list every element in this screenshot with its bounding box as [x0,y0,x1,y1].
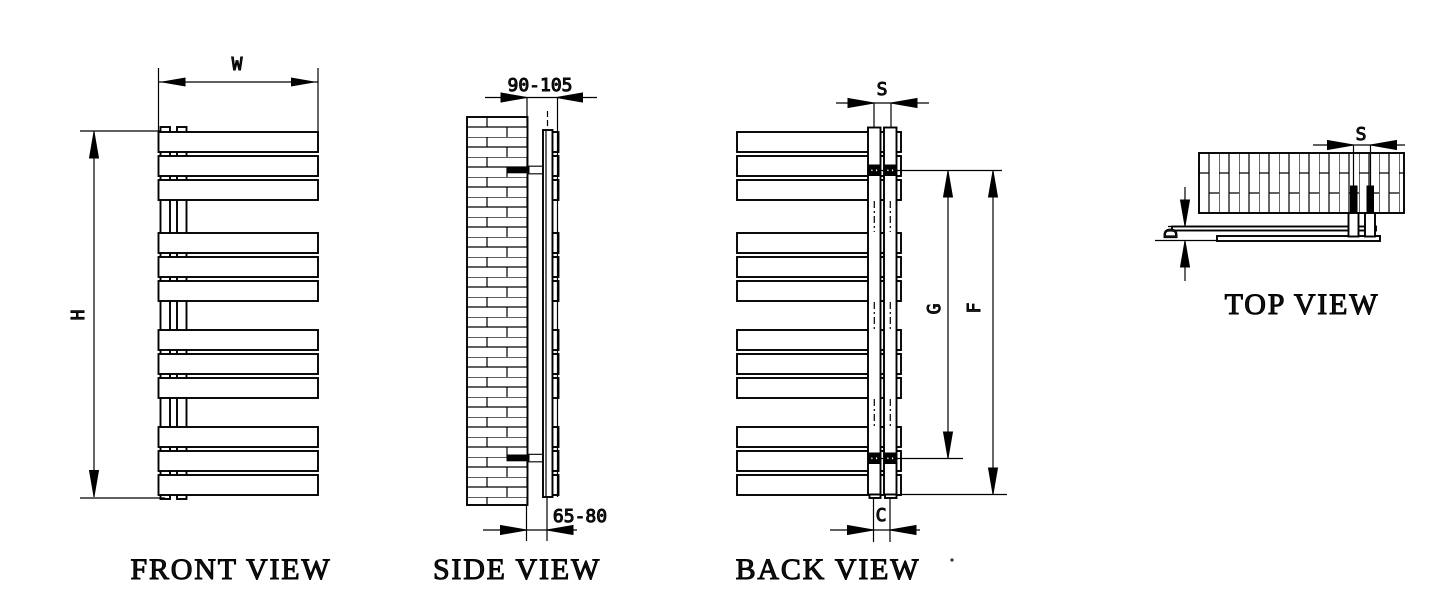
arrow-up-icon [88,131,100,159]
arrow-left-icon [1370,139,1397,151]
arrow-left-icon [556,92,583,103]
back-rail-left [867,126,882,496]
arrow-right-icon [291,77,317,87]
front-rail-right [176,126,188,500]
dimension-bracket-span: G [924,170,954,459]
back-view: S G F C BACK VIEW [735,79,1007,587]
top-view: S D TOP VIEW [1155,124,1405,322]
side-rail-panel [542,129,554,498]
stray-dot [950,558,954,562]
back-view-title: BACK VIEW [736,553,921,586]
dimension-wall-to-front: 90-105 [485,75,597,497]
dimension-depth: D [1155,187,1217,281]
side-view: 90-105 65-80 SIDE VIEW [432,75,608,587]
connection-pitch-dim-label: C [876,505,887,526]
arrow-right-icon [847,97,875,109]
mounting-bracket-bottom [506,453,543,463]
back-rail-right [883,126,898,496]
overall-span-dim-label: F [964,303,985,314]
wall-section [466,116,529,506]
arrow-left-icon [546,524,574,536]
arrow-up-icon [942,170,954,198]
side-view-title: SIDE VIEW [433,553,601,586]
depth-dim-label: D [1161,228,1182,239]
dimension-rail-pitch: S [836,79,929,127]
arrow-up-icon [987,170,999,198]
wall-anchor-bottom [506,454,530,462]
arrow-right-icon [847,524,874,536]
pipe-connection-left [868,493,882,499]
arrow-down-icon [987,467,999,495]
rail-centerlines [873,201,891,426]
dimension-wall-to-back: 65-80 [483,498,608,541]
dimension-rail-pitch-top: S [1313,124,1405,186]
dimension-height: H [68,130,165,499]
front-bar-plan [1216,235,1381,242]
rail-plan-left [1347,212,1360,238]
dimension-connection-pitch: C [830,497,920,542]
arrow-right-icon [500,524,527,536]
width-dim-label: W [232,54,243,75]
bracket-span-dim-label: G [924,304,945,315]
mounting-bracket-top [506,165,543,175]
wall-anchor-right [1366,185,1374,213]
wall-anchor-top [506,166,530,174]
front-rail-left [159,126,171,500]
wall-anchor-left [1350,185,1358,213]
arrow-down-icon [942,431,954,459]
top-view-title: TOP VIEW [1225,288,1380,321]
height-dim-label: H [68,310,89,321]
front-view-title: FRONT VIEW [130,553,331,586]
rail-pitch-dim-label: S [877,79,888,100]
arrow-down-icon [1179,199,1191,227]
arrow-left-icon [159,77,186,87]
rail-plan-right [1364,212,1376,238]
arrow-left-icon [890,97,918,109]
arrow-right-icon [500,92,528,103]
rail-pitch-top-dim-label: S [1356,124,1367,145]
front-view: W H FRONT VIEW [68,54,331,587]
arrow-left-icon [889,524,917,536]
arrow-right-icon [1327,139,1354,151]
wall-to-back-dim-label: 65-80 [553,506,607,527]
wall-to-front-dim-label: 90-105 [507,75,572,96]
dimension-width: W [157,54,319,131]
dimension-overall-span: F [964,170,999,495]
arrow-down-icon [88,470,100,497]
back-bar-plan [1171,225,1377,232]
pipe-connection-right [884,493,898,499]
arrow-up-icon [1179,240,1191,268]
